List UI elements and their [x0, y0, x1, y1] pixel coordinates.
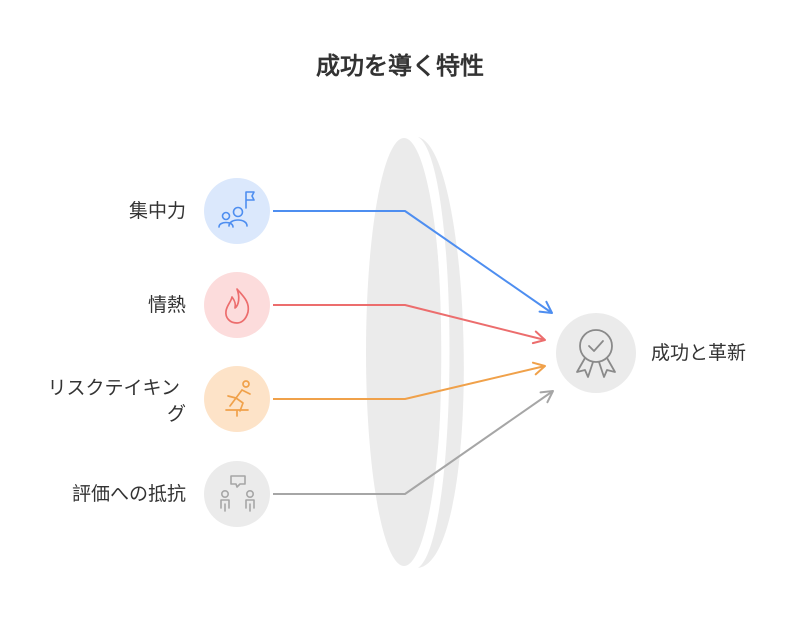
focus-target-icon	[218, 191, 255, 228]
connector-line	[273, 390, 554, 495]
connector-arrowhead	[538, 300, 553, 314]
output-node: 成功と革新	[556, 313, 746, 393]
connector-arrowhead	[531, 361, 546, 376]
hurdle-runner-icon	[225, 380, 251, 417]
award-badge-icon	[576, 329, 616, 378]
label-line: 評価への抵抗	[72, 483, 186, 505]
output-label: 成功と革新	[651, 342, 746, 364]
label-line: リスクテイキン	[48, 377, 180, 399]
label-line: グ	[167, 403, 186, 425]
output-circle	[556, 313, 636, 393]
input-label-risk-taking: リスクテイキン グ	[48, 377, 186, 425]
input-label-passion: 情熱	[148, 294, 186, 316]
input-circle	[204, 178, 270, 244]
connector-arrowhead	[539, 390, 554, 404]
input-node-passion: 情熱	[148, 272, 270, 338]
connector-line	[273, 304, 546, 341]
lens-front	[366, 138, 442, 566]
lens-rim	[413, 139, 444, 568]
connector-line	[273, 210, 553, 314]
label-line: 情熱	[148, 294, 186, 316]
input-node-risk-taking: リスクテイキン グ	[48, 366, 270, 432]
connector-line	[273, 365, 546, 400]
input-nodes: 集中力 情熱 リスクテイキン グ	[48, 178, 270, 527]
flame-icon	[225, 288, 250, 324]
input-node-resistance: 評価への抵抗	[72, 461, 270, 527]
people-talking-icon	[220, 475, 255, 512]
connector-arrowhead	[531, 330, 546, 345]
input-label-resistance: 評価への抵抗	[72, 483, 186, 505]
connectors	[273, 210, 554, 495]
label-line: 集中力	[129, 200, 186, 222]
input-circle	[204, 461, 270, 527]
diagram-title: 成功を導く特性	[316, 52, 484, 80]
lens-shape	[366, 137, 464, 568]
input-label-focus: 集中力	[129, 200, 186, 222]
input-node-focus: 集中力	[129, 178, 270, 244]
